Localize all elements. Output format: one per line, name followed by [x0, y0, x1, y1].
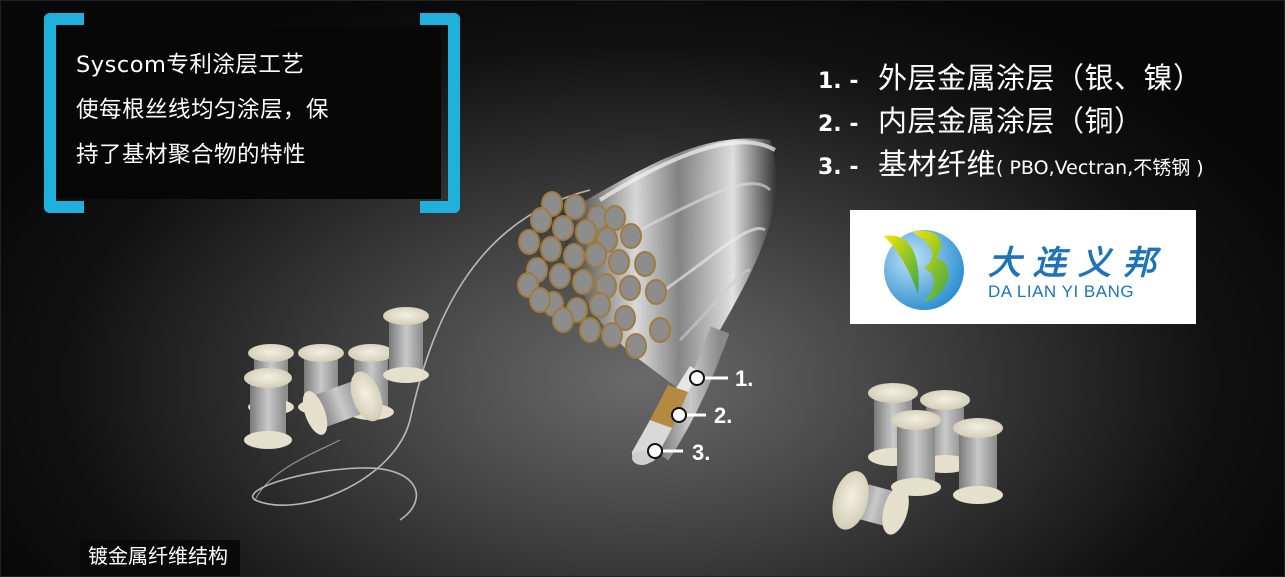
- wire-spool-illustration: [244, 307, 429, 449]
- layer-item-3: 3. - 基材纤维( PBO,Vectran,不锈钢 ): [818, 141, 1204, 184]
- feature-callout: Syscom专利涂层工艺 使每根丝线均匀涂层，保 持了基材聚合物的特性: [44, 13, 460, 213]
- callout-line-2: 使每根丝线均匀涂层，保: [76, 97, 330, 123]
- right-bracket: [420, 13, 460, 213]
- layer-item-1: 1. - 外层金属涂层（银、镍）: [818, 55, 1204, 98]
- callout-panel: [56, 27, 441, 199]
- callout-text: Syscom专利涂层工艺 使每根丝线均匀涂层，保 持了基材聚合物的特性: [76, 43, 329, 178]
- layer-number: 3. -: [818, 155, 859, 180]
- layer-item-2: 2. - 内层金属涂层（铜）: [818, 98, 1204, 141]
- logo-name-cn: 大连义邦: [988, 243, 1168, 282]
- layer-number: 2. -: [818, 112, 859, 137]
- layer-text: 外层金属涂层（银、镍）: [878, 61, 1203, 95]
- slide-caption: 镀金属纤维结构: [80, 540, 240, 577]
- logo-name-en: DA LIAN YI BANG: [988, 282, 1135, 301]
- layer-number: 1. -: [818, 69, 859, 94]
- fiber-label-1: 1.: [735, 366, 754, 391]
- fiber-label-2: 2.: [714, 403, 733, 428]
- company-logo: 大连义邦 DA LIAN YI BANG: [850, 210, 1196, 324]
- fiber-label-3: 3.: [692, 440, 711, 465]
- yb-swirl-logo-icon: [884, 230, 964, 310]
- fiber-bundle-illustration: [517, 138, 777, 465]
- left-bracket: [44, 13, 84, 213]
- layer-note: ( PBO,Vectran,不锈钢 ): [996, 157, 1204, 179]
- layer-text: 内层金属涂层（铜）: [878, 104, 1144, 138]
- layer-text: 基材纤维: [878, 147, 997, 181]
- callout-line-1: Syscom专利涂层工艺: [76, 52, 305, 78]
- callout-line-3: 持了基材聚合物的特性: [76, 142, 307, 168]
- layer-list: 1. - 外层金属涂层（银、镍） 2. - 内层金属涂层（铜） 3. - 基材纤…: [818, 55, 1204, 184]
